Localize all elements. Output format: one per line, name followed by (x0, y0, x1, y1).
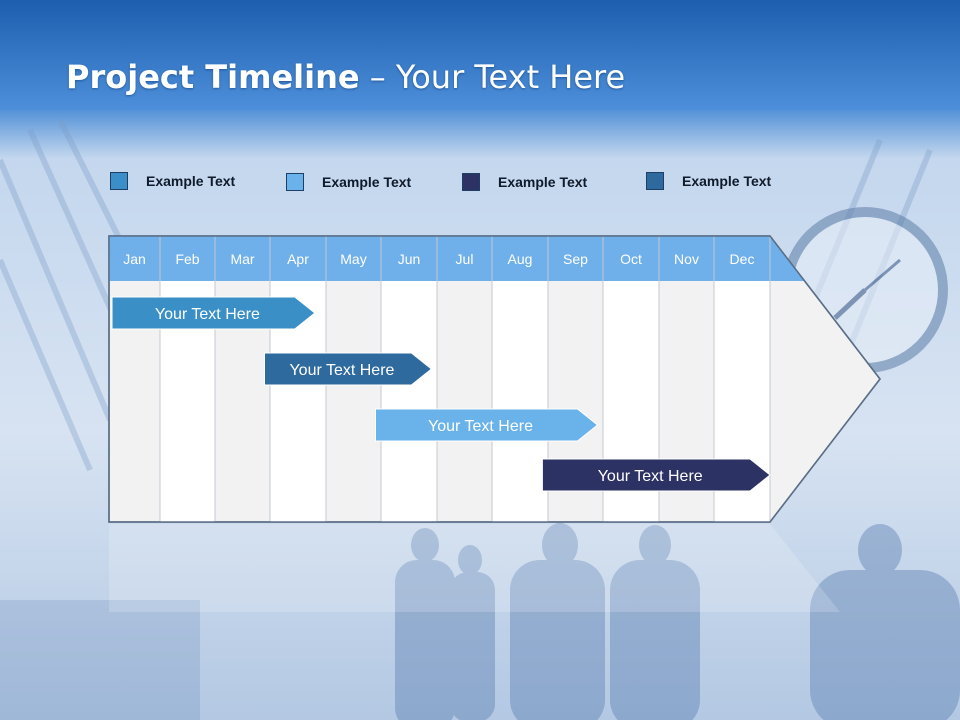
task-bar-label: Your Text Here (289, 362, 394, 379)
month-label-jun: Jun (398, 251, 421, 267)
timeline-reflection (109, 524, 840, 612)
legend-label-2: Example Text (322, 174, 412, 190)
month-column-stripe (492, 281, 548, 522)
legend-label-3: Example Text (498, 174, 588, 190)
title-rest: – Your Text Here (359, 58, 626, 96)
legend-swatch-2 (286, 173, 304, 191)
month-label-dec: Dec (730, 251, 755, 267)
month-label-jul: Jul (456, 251, 474, 267)
task-bar-1[interactable]: Your Text Here (111, 296, 316, 330)
legend-label-4: Example Text (682, 173, 772, 189)
month-label-may: May (340, 251, 366, 267)
legend-item-4: Example Text (646, 170, 771, 192)
task-bar-4[interactable]: Your Text Here (541, 458, 771, 492)
slide-title: Project Timeline – Your Text Here (66, 58, 625, 96)
legend-item-2: Example Text (286, 171, 411, 193)
legend-swatch-3 (462, 173, 480, 191)
month-label-aug: Aug (508, 251, 533, 267)
month-column-stripe (381, 281, 437, 522)
task-bar-label: Your Text Here (598, 468, 703, 485)
legend-swatch-4 (646, 172, 664, 190)
task-bar-shape (541, 458, 771, 492)
task-bar-2[interactable]: Your Text Here (264, 352, 433, 386)
month-label-feb: Feb (175, 251, 199, 267)
month-label-jan: Jan (123, 251, 146, 267)
month-label-nov: Nov (674, 251, 699, 267)
legend-item-3: Example Text (462, 171, 587, 193)
legend-label-1: Example Text (146, 173, 236, 189)
month-header-band (109, 236, 805, 281)
task-bar-shape (264, 352, 433, 386)
month-label-sep: Sep (563, 251, 588, 267)
task-bar-label: Your Text Here (155, 306, 260, 323)
month-label-mar: Mar (230, 251, 254, 267)
task-bar-label: Your Text Here (428, 418, 533, 435)
month-label-apr: Apr (287, 251, 309, 267)
title-bold: Project Timeline (66, 58, 360, 96)
task-bar-shape (111, 296, 316, 330)
task-bar-shape (375, 408, 599, 442)
legend-swatch-1 (110, 172, 128, 190)
month-label-oct: Oct (620, 251, 642, 267)
task-bar-3[interactable]: Your Text Here (375, 408, 599, 442)
legend-item-1: Example Text (110, 170, 235, 192)
timeline-arrow-outline (108, 235, 881, 523)
